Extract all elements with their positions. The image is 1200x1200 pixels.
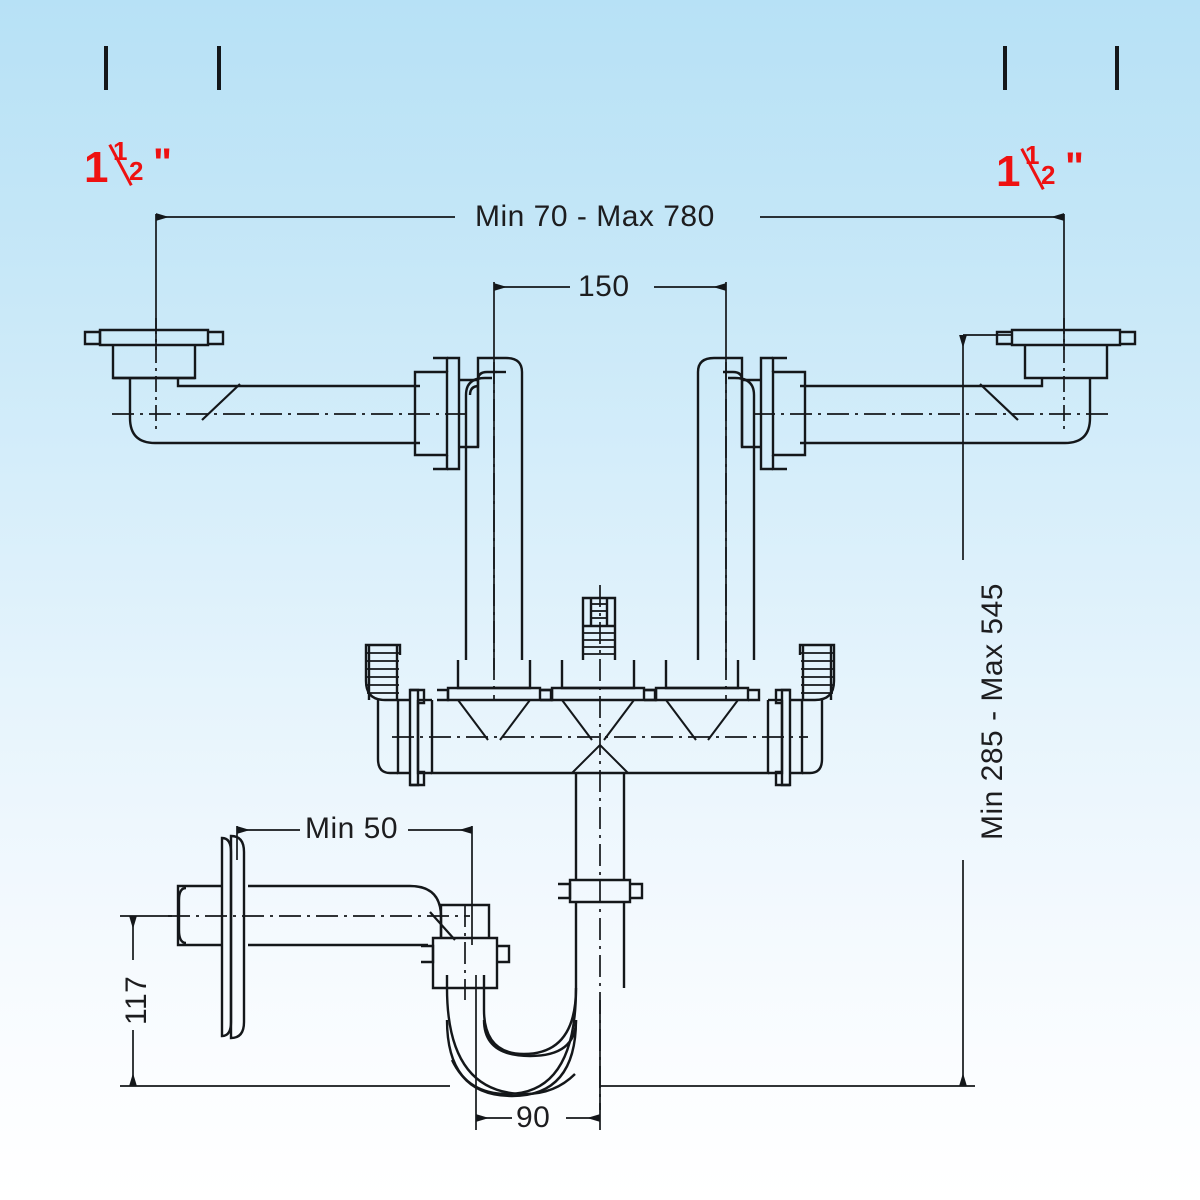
flange-centre-lines	[155, 318, 1065, 432]
thread-callout-right-fraction: 1 2	[1020, 142, 1065, 192]
downpipe	[558, 773, 644, 988]
side-elbow-right	[802, 655, 836, 775]
leader-tick-right	[979, 383, 1019, 421]
waste-flange-left	[83, 328, 225, 380]
thread-callout-left-whole: 1	[84, 143, 109, 192]
thread-callout-right: 1 1 2 "	[996, 142, 1084, 196]
riser-left	[464, 356, 524, 660]
p-trap-outer	[445, 1019, 578, 1098]
side-elbow-left	[364, 655, 398, 775]
dim-trap-width	[475, 975, 601, 1130]
p-trap	[445, 975, 578, 1096]
inch-mark-right: "	[1064, 145, 1084, 189]
dim-label-centre-spacing: 150	[578, 270, 630, 303]
dim-wall-outlet	[236, 826, 473, 945]
hose-spigot-left	[364, 643, 402, 700]
dim-label-outlet-height: 117	[120, 975, 153, 1025]
waste-flange-right	[995, 328, 1137, 380]
riser-right	[696, 356, 756, 660]
dim-width-overall	[155, 213, 1065, 350]
hose-spigot-right	[798, 643, 836, 700]
section-tick-marks	[104, 46, 1119, 90]
thread-callout-right-whole: 1	[996, 147, 1021, 196]
dim-label-height-overall: Min 285 - Max 545	[976, 583, 1009, 840]
horizontal-pipe-right	[800, 378, 1092, 445]
wall-outlet-pipe	[176, 834, 443, 1040]
thread-callout-left-fraction: 1 2	[108, 138, 153, 188]
centre-lines	[112, 362, 1108, 1110]
dim-height-overall	[600, 334, 1012, 1087]
hose-spigot-centre	[581, 596, 617, 660]
dim-centre-spacing	[493, 282, 727, 670]
horizontal-pipe-left	[128, 378, 420, 445]
thread-callout-left: 1 1 2 "	[84, 138, 172, 192]
dim-label-trap-width: 90	[516, 1101, 551, 1134]
dim-label-wall-outlet: Min 50	[305, 812, 399, 845]
dim-outlet-height	[120, 915, 450, 1087]
leader-tick-left	[201, 383, 241, 421]
dim-label-width-overall: Min 70 - Max 780	[475, 200, 715, 233]
inch-mark-left: "	[152, 141, 172, 185]
